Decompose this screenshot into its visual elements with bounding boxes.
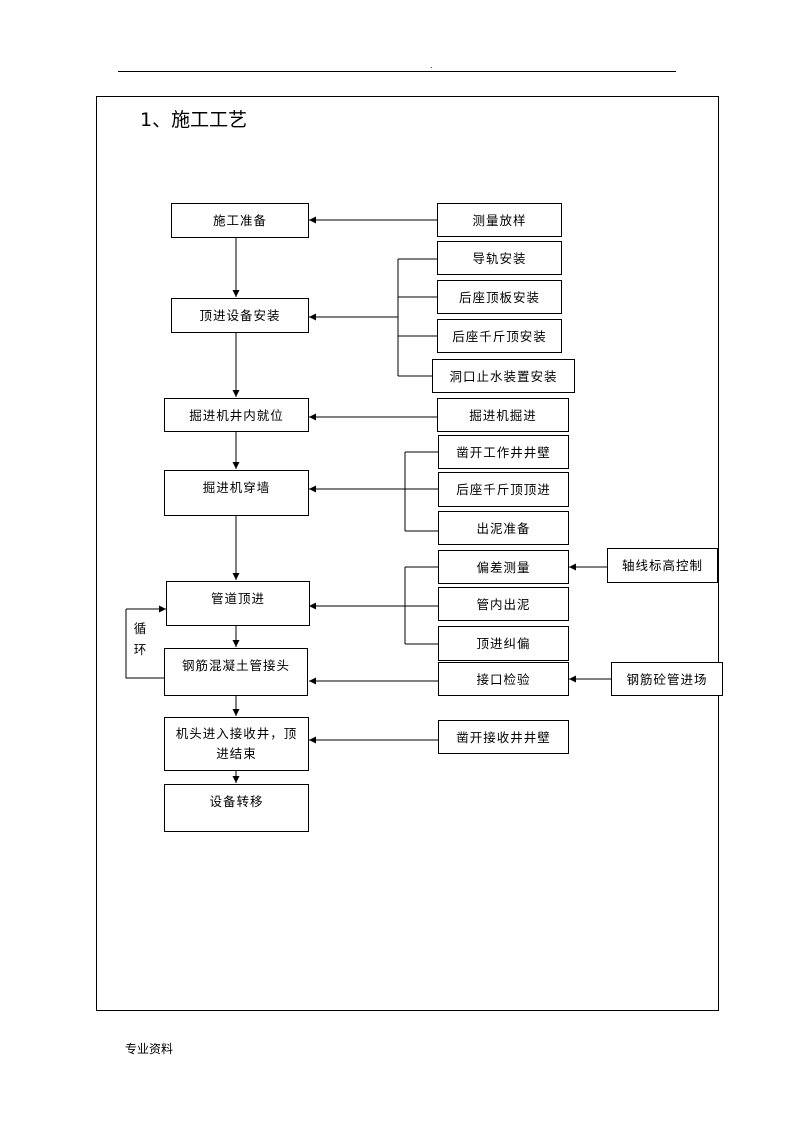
loop-label: 循 环	[132, 618, 148, 660]
input-joint-inspection: 接口检验	[438, 662, 569, 696]
input-rear-jack-push: 后座千斤顶顶进	[438, 472, 569, 507]
section-title: 1、施工工艺	[140, 109, 248, 131]
step-jacking-equipment-install: 顶进设备安装	[171, 298, 309, 333]
header-mark: .	[430, 61, 433, 70]
loop-label-char: 循	[133, 621, 147, 636]
loop-label-char: 环	[133, 642, 147, 657]
content-frame	[96, 96, 719, 1011]
step-head-enters-receiving-shaft: 机头进入接收井，顶进结束	[164, 717, 309, 771]
input-guide-rail-install: 导轨安装	[437, 241, 562, 275]
input-rear-plate-install: 后座顶板安装	[437, 280, 562, 314]
input-deviation-survey: 偏差测量	[438, 550, 569, 584]
step-pipe-joint: 钢筋混凝土管接头	[164, 648, 308, 696]
loop-line	[125, 609, 164, 679]
step-machine-wall-breakthrough: 掘进机穿墙	[164, 470, 309, 516]
step-equipment-transfer: 设备转移	[164, 784, 309, 832]
input-survey-layout: 测量放样	[437, 203, 562, 237]
input-portal-seal-install: 洞口止水装置安装	[432, 359, 575, 393]
input-jacking-correction: 顶进纠偏	[438, 626, 569, 661]
step-machine-in-shaft: 掘进机井内就位	[164, 398, 309, 432]
step-construction-prep: 施工准备	[171, 203, 309, 238]
input-machine-excavation: 掘进机掘进	[437, 398, 569, 432]
step-pipe-jacking: 管道顶进	[166, 581, 310, 626]
input-rear-jack-install: 后座千斤顶安装	[437, 319, 562, 353]
input-in-pipe-mud-discharge: 管内出泥	[438, 587, 569, 621]
extra-rc-pipe-delivery: 钢筋砼管进场	[611, 662, 723, 696]
input-mud-discharge-prep: 出泥准备	[438, 511, 569, 545]
input-break-working-shaft-wall: 凿开工作井井壁	[438, 435, 569, 469]
input-break-receiving-shaft-wall: 凿开接收井井壁	[438, 720, 569, 754]
page-footer: 专业资料	[125, 1042, 174, 1056]
extra-axis-elevation-control: 轴线标高控制	[607, 548, 718, 583]
header-rule	[118, 71, 676, 72]
